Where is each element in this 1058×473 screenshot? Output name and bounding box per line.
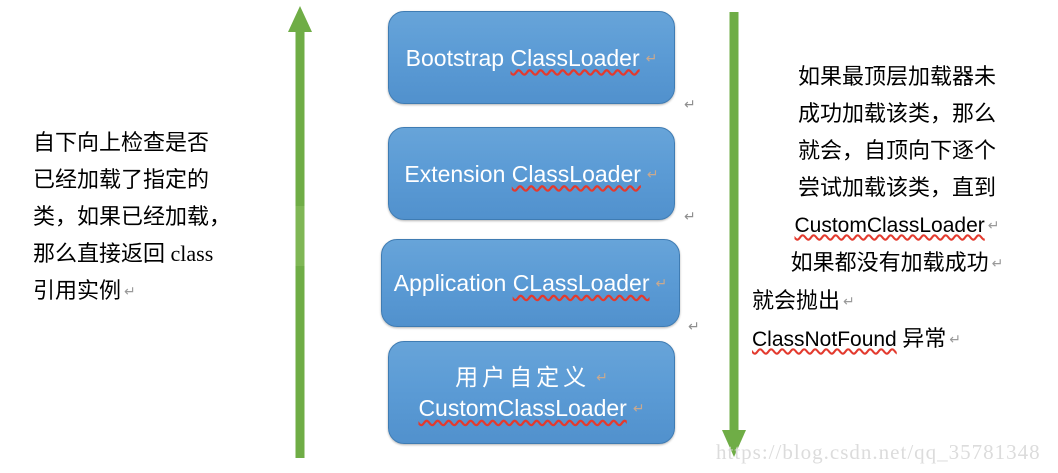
right-annotation-note: 如果最顶层加载器未 成功加载该类，那么 就会，自顶向下逐个 尝试加载该类，直到 …	[752, 58, 1042, 358]
paragraph-mark-icon: ↵	[655, 275, 668, 291]
paragraph-mark-icon: ↵	[987, 217, 1000, 233]
left-note-line-3: 类，如果已经加载，	[33, 204, 232, 229]
paragraph-mark-icon: ↵	[632, 400, 645, 416]
box-bootstrap-plain: Bootstrap	[405, 44, 511, 71]
watermark-url: https://blog.csdn.net/qq_35781348	[716, 440, 1041, 464]
right-note-exception-cn: 异常	[896, 326, 947, 351]
box-custom-classloader[interactable]: 用户自定义 ↵ CustomClassLoader ↵	[388, 341, 675, 444]
paragraph-mark-icon: ↵	[843, 293, 855, 309]
right-note-line-7-text: 就会抛出	[752, 288, 841, 313]
box-extension-flagged: ClassLoader	[511, 160, 641, 187]
left-note-line-1: 自下向上检查是否	[33, 130, 210, 155]
box-bootstrap-flagged: ClassLoader	[510, 44, 640, 71]
box-application-plain: Application	[393, 270, 513, 296]
paragraph-mark-icon: ↵	[596, 369, 608, 385]
downward-arrow-icon	[718, 12, 750, 457]
right-note-line-7: 就会抛出↵	[752, 282, 1042, 320]
left-note-line-5: 引用实例↵	[33, 272, 231, 310]
box-bootstrap-classloader-label: Bootstrap ClassLoader ↵	[406, 43, 658, 73]
right-note-line-6-text: 如果都没有加载成功	[790, 250, 989, 275]
right-note-line-1: 如果最顶层加载器未	[797, 64, 996, 89]
left-note-line-5-text: 引用实例	[33, 278, 122, 303]
paragraph-mark-icon: ↵	[991, 255, 1004, 271]
right-note-line-8: ClassNotFound 异常↵	[752, 320, 1042, 358]
box-custom-classloader-label-en: CustomClassLoader ↵	[418, 393, 644, 423]
box-custom-en-text: CustomClassLoader	[418, 395, 627, 421]
upward-arrow-icon	[284, 6, 316, 458]
right-note-line-5: CustomClassLoader↵	[752, 206, 1042, 244]
paragraph-mark-icon: ↵	[124, 283, 136, 299]
box-extension-plain: Extension	[404, 160, 512, 187]
box-extension-classloader[interactable]: Extension ClassLoader ↵	[388, 127, 675, 220]
left-note-line-2: 已经加载了指定的	[33, 167, 210, 192]
left-annotation-note: 自下向上检查是否 已经加载了指定的 类，如果已经加载， 那么直接返回 class…	[33, 124, 231, 310]
right-note-line-2: 成功加载该类，那么	[797, 101, 996, 126]
paragraph-mark-icon: ↵	[949, 331, 961, 347]
box-extension-classloader-label: Extension ClassLoader ↵	[404, 159, 658, 189]
paragraph-mark-icon: ↵	[684, 96, 696, 112]
paragraph-mark-icon: ↵	[645, 49, 658, 66]
right-note-line-3: 就会，自顶向下逐个	[797, 138, 996, 163]
box-custom-cn-text: 用户自定义	[455, 365, 591, 390]
left-note-line-4: 那么直接返回 class	[33, 235, 231, 272]
paragraph-mark-icon: ↵	[684, 208, 696, 224]
box-custom-classloader-label-cn: 用户自定义 ↵	[455, 362, 608, 393]
right-note-line-6: 如果都没有加载成功↵	[752, 244, 1042, 282]
right-note-customclassloader: CustomClassLoader	[794, 214, 985, 237]
paragraph-mark-icon: ↵	[688, 318, 700, 334]
paragraph-mark-icon: ↵	[646, 165, 659, 182]
box-application-classloader-label: Application CLassLoader ↵	[394, 268, 667, 298]
box-bootstrap-classloader[interactable]: Bootstrap ClassLoader ↵	[388, 11, 675, 104]
left-note-line-4-text: 那么直接返回 class	[33, 241, 214, 266]
right-note-line-4: 尝试加载该类，直到	[797, 175, 996, 200]
box-application-flagged: CLassLoader	[512, 270, 650, 296]
box-application-classloader[interactable]: Application CLassLoader ↵	[381, 239, 680, 327]
right-note-classnotfound: ClassNotFound	[752, 328, 897, 351]
